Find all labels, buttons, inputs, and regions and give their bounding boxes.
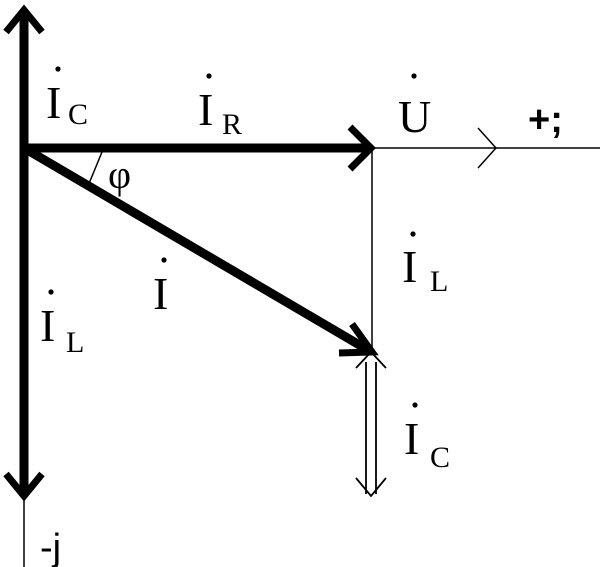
arrowhead-capacitive-down-right bbox=[355, 477, 387, 498]
svg-text:U: U bbox=[398, 91, 431, 142]
label-capacitive-current-right: I C bbox=[404, 402, 450, 474]
label-inductive-current-right: I L bbox=[402, 231, 448, 298]
angle-phi-label: φ bbox=[108, 152, 131, 197]
label-resistive-current: I R bbox=[198, 73, 242, 141]
arrowhead-capacitive-up bbox=[3, 4, 45, 35]
svg-text:I: I bbox=[198, 84, 213, 135]
label-capacitive-current-left: I C bbox=[46, 66, 88, 131]
arrowhead-resistive bbox=[347, 124, 376, 172]
label-voltage: U bbox=[398, 73, 431, 142]
label-total-current: I bbox=[153, 257, 168, 319]
svg-text:I: I bbox=[402, 241, 417, 292]
svg-text:R: R bbox=[222, 108, 242, 141]
angle-marker bbox=[87, 151, 103, 187]
label-inductive-current-left: I L bbox=[40, 289, 84, 359]
positive-real-axis-label: +; bbox=[528, 99, 563, 141]
arrowhead-inductive-down bbox=[3, 471, 45, 502]
svg-text:C: C bbox=[68, 98, 88, 131]
svg-text:I: I bbox=[40, 300, 55, 351]
svg-text:L: L bbox=[430, 265, 448, 298]
negative-imaginary-axis-label: -j bbox=[40, 527, 61, 567]
real-axis-arrowhead bbox=[477, 127, 498, 169]
svg-text:I: I bbox=[46, 77, 61, 128]
svg-text:L: L bbox=[66, 326, 84, 359]
arrowhead-double-top bbox=[355, 350, 387, 369]
svg-text:C: C bbox=[430, 441, 450, 474]
svg-text:I: I bbox=[404, 413, 419, 464]
svg-text:I: I bbox=[153, 268, 168, 319]
vector-total-current bbox=[21, 144, 371, 354]
